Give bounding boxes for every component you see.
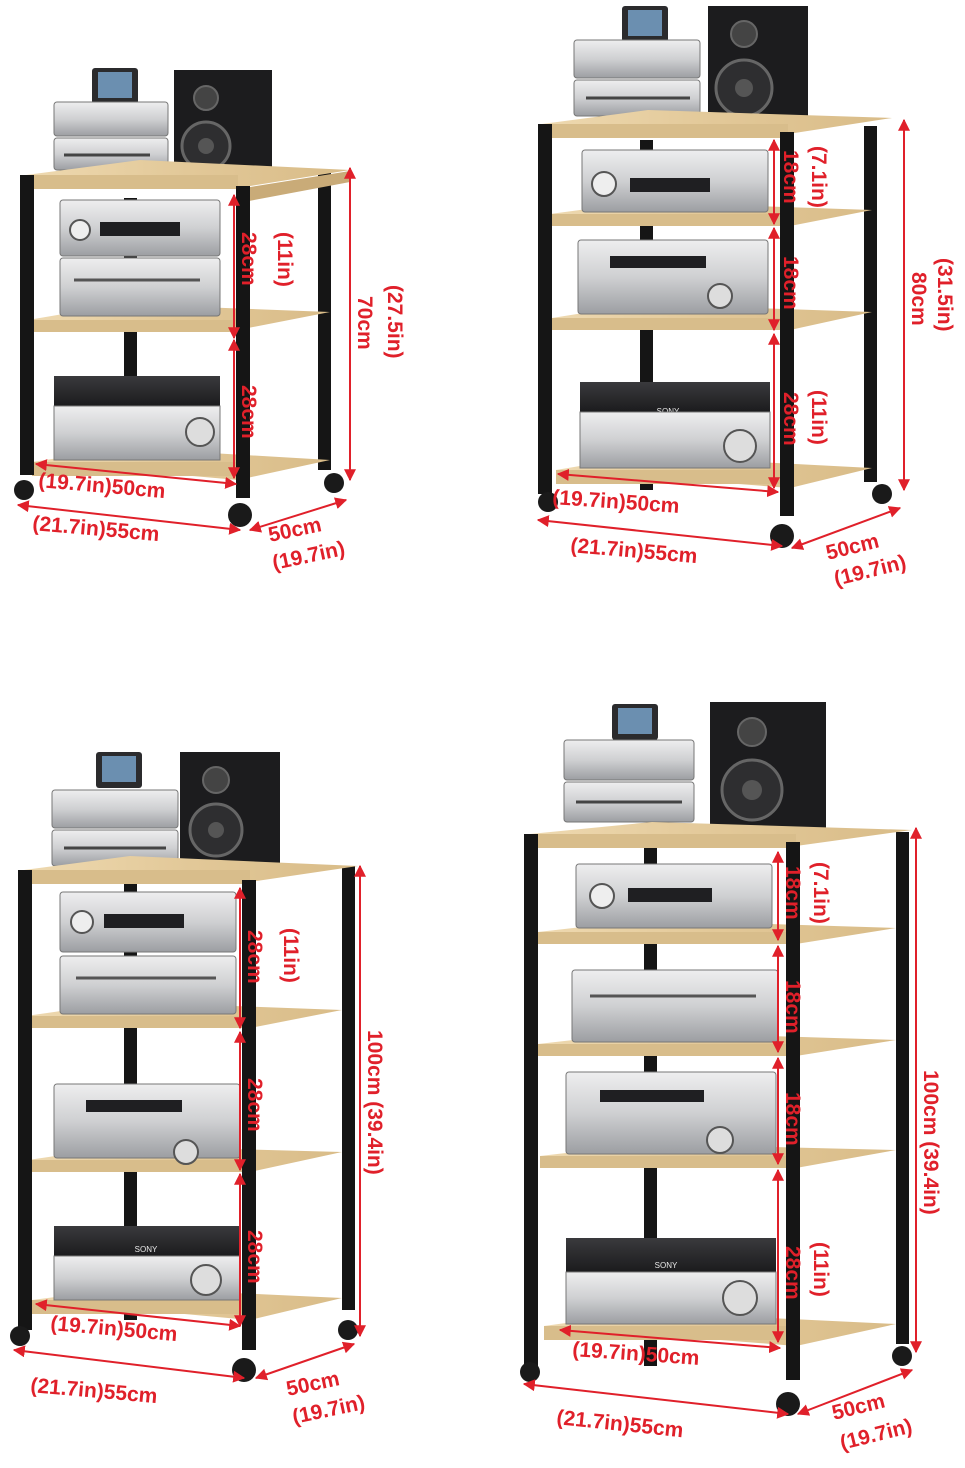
rack-d-gap-2: 18cm: [781, 980, 804, 1034]
rack-d-depth: 50cm: [830, 1390, 888, 1425]
rack-b-gap-3: 28cm: [779, 392, 802, 446]
rack-c-width: (21.7in)55cm: [30, 1374, 159, 1408]
rack-d-gap-4: 28cm: [781, 1246, 804, 1300]
rack-a-width: (21.7in)55cm: [32, 512, 161, 546]
rack-d-gap-1-in: (7.1in): [809, 862, 832, 924]
rack-a-gap-upper-in: (11in): [273, 232, 296, 287]
rack-b-gap-2: 18cm: [779, 256, 802, 310]
rack-a-gap-upper: 28cm: [237, 232, 260, 286]
rack-b-gap-1-in: (7.1in): [807, 146, 830, 208]
rack-a-height: 70cm: [353, 296, 376, 350]
receiver-brand-c: SONY: [135, 1245, 158, 1254]
rack-c-gap-1: 28cm: [243, 930, 266, 984]
rack-b-inner-width: (19.7in)50cm: [552, 486, 681, 518]
rack-b-width: (21.7in)55cm: [570, 534, 699, 568]
rack-a: SONY 28cm (11in) 28cm 70cm (27.5in) (19.…: [14, 68, 406, 575]
rack-b: SONY 18cm (7.1in) 18cm 28cm (11in) 80cm …: [536, 6, 956, 591]
rack-b-height: 80cm: [907, 272, 930, 326]
top-devices-b: [573, 6, 808, 130]
rack-d-gap-1: 18cm: [781, 866, 804, 920]
rack-d: SONY 18cm (7.1in) 18cm 18cm 28cm (11in) …: [520, 702, 942, 1455]
rack-c-gap-3: 28cm: [243, 1230, 266, 1284]
rack-c-height: 100cm (39.4in): [363, 1030, 386, 1175]
rack-c: SONY 28cm (11in) 28cm 28cm 100cm (39.4in…: [10, 752, 386, 1429]
rack-a-depth: 50cm: [266, 513, 323, 547]
rack-c-depth: 50cm: [284, 1367, 341, 1401]
rack-d-gap-3: 18cm: [781, 1092, 804, 1146]
top-devices-c: [51, 752, 280, 870]
top-devices-d: [563, 702, 826, 834]
rack-d-gap-4-in: (11in): [809, 1242, 832, 1297]
rack-b-height-in: (31.5in): [933, 258, 956, 332]
rack-a-height-in: (27.5in): [383, 285, 406, 359]
receiver-brand-d: SONY: [655, 1261, 678, 1270]
rack-d-inner-width: (19.7in)50cm: [572, 1338, 701, 1370]
rack-c-gap-1-in: (11in): [279, 928, 302, 983]
rack-b-gap-1: 18cm: [779, 150, 802, 204]
rack-a-gap-lower: 28cm: [237, 385, 260, 439]
rack-d-height: 100cm (39.4in): [919, 1070, 942, 1215]
rack-d-width: (21.7in)55cm: [555, 1406, 684, 1442]
rack-b-gap-3-in: (11in): [807, 390, 830, 445]
rack-c-gap-2: 28cm: [243, 1078, 266, 1132]
